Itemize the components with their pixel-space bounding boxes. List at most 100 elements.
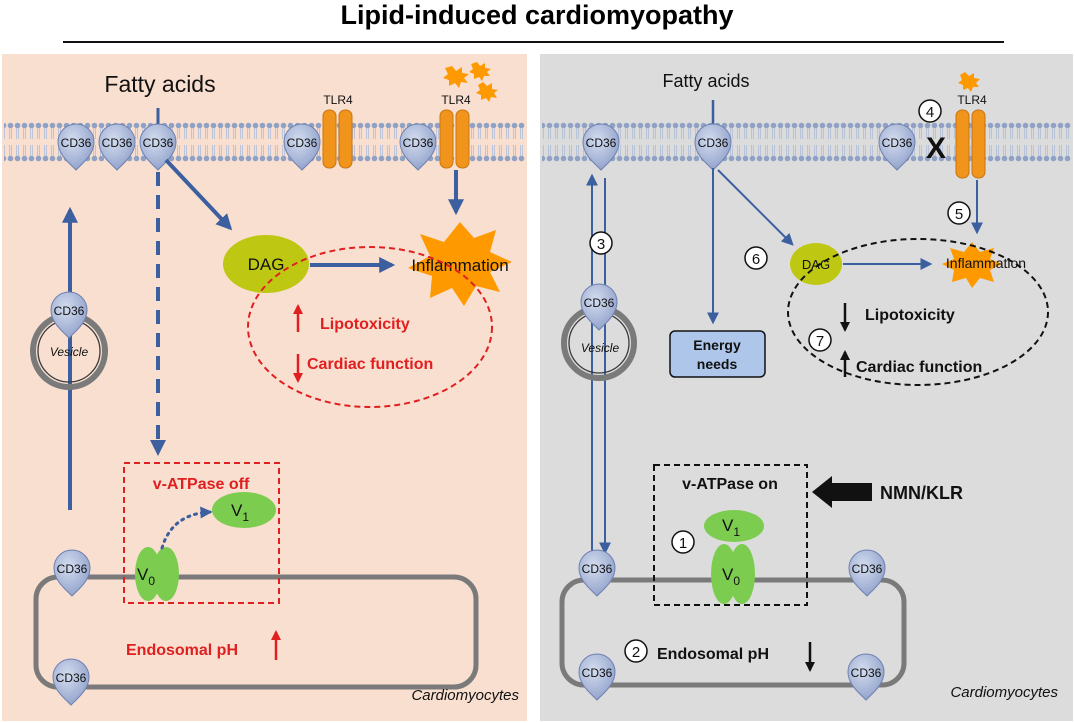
step-number: 4 (926, 104, 934, 121)
left-cardiac-function-label: Cardiac function (307, 356, 433, 373)
left-cd36-to-dag-arrow (164, 158, 233, 231)
figure-title: Lipid-induced cardiomyopathy (340, 0, 733, 30)
left-v1-dissociation-arrow (160, 506, 213, 550)
right-v0: V0 (711, 544, 755, 604)
right-cell-membrane (542, 122, 1071, 164)
right-inflammation-burst (942, 242, 1002, 288)
right-step-2: 2 (624, 639, 648, 663)
step-number: 5 (955, 206, 963, 223)
tlr4-label: TLR4 (441, 93, 471, 107)
step-number: 7 (816, 333, 824, 350)
left-tlr4-receptor-1: TLR4 (322, 93, 353, 169)
left-tlr4-receptor-2: TLR4 (439, 93, 471, 169)
cd36-label: CD36 (102, 136, 133, 150)
right-blocked-x-mark: X (926, 132, 946, 165)
right-dag-label: DAG (802, 257, 830, 272)
right-step-5: 5 (947, 201, 971, 225)
left-ligand-burst-2 (469, 62, 491, 81)
cd36-label: CD36 (287, 136, 318, 150)
right-fatty-acids-label: Fatty acids (662, 71, 749, 91)
right-vatpase-label: v-ATPase on (682, 476, 778, 493)
right-treatment-arrow (812, 476, 872, 508)
cd36-label: CD36 (54, 304, 85, 318)
right-tlr4-receptor: TLR4 (955, 93, 987, 179)
cd36-label: CD36 (143, 136, 174, 150)
right-energy-needs-line1: Energy (693, 337, 741, 353)
left-cd36-membrane-3: CD36 (139, 123, 177, 171)
cd36-label: CD36 (403, 136, 434, 150)
cd36-label: CD36 (57, 562, 88, 576)
step-number: 1 (679, 535, 687, 552)
right-vesicle-cd36: CD36 (580, 283, 618, 331)
step-number: 6 (752, 251, 760, 268)
right-cardiac-function-label: Cardiac function (856, 359, 982, 376)
right-cd36-to-dag-arrow (717, 169, 794, 246)
left-cell-type-label: Cardiomyocytes (411, 687, 519, 704)
left-v1-detached: V1 (212, 492, 276, 528)
left-endosomal-ph-label: Endosomal pH (126, 642, 238, 659)
v0-subscript: 0 (148, 574, 155, 588)
right-endosome-cd36-top-right: CD36 (848, 549, 886, 597)
cd36-label: CD36 (582, 666, 613, 680)
svg-text:V1: V1 (231, 501, 249, 524)
v0-letter: V (722, 565, 734, 584)
right-lipotoxicity-label: Lipotoxicity (865, 307, 955, 324)
cd36-label: CD36 (852, 562, 883, 576)
right-treatment-label: NMN/KLR (880, 483, 963, 503)
right-step-3: 3 (589, 231, 613, 255)
cd36-label: CD36 (584, 296, 615, 310)
left-endosome (33, 574, 479, 690)
right-endosome-cd36-top-left: CD36 (578, 549, 616, 597)
left-ligand-burst-3 (476, 82, 498, 102)
cd36-label: CD36 (586, 136, 617, 150)
left-cd36-membrane-2: CD36 (98, 123, 136, 171)
right-cell-type-label: Cardiomyocytes (950, 684, 1058, 701)
step-number: 2 (632, 644, 640, 661)
cd36-label: CD36 (882, 136, 913, 150)
left-vesicle-cd36: CD36 (50, 291, 88, 339)
left-panel: Fatty acids CD36 CD36 CD36 CD36 CD36 (30, 62, 519, 706)
right-endosome-cd36-bottom-left: CD36 (578, 653, 616, 701)
svg-text:V0: V0 (722, 565, 740, 588)
svg-text:V1: V1 (722, 516, 740, 539)
left-endosome-cd36-bottom: CD36 (52, 658, 90, 706)
right-dag (790, 243, 842, 285)
left-fatty-acids-label: Fatty acids (104, 71, 215, 97)
v0-subscript: 0 (733, 574, 740, 588)
tlr4-label: TLR4 (957, 93, 987, 107)
left-v0: V0 (135, 547, 179, 601)
left-lipotoxicity-label: Lipotoxicity (320, 316, 410, 333)
right-endosomal-ph-label: Endosomal pH (657, 646, 769, 663)
vesicle-label: Vesicle (50, 345, 89, 359)
tlr4-label: TLR4 (323, 93, 353, 107)
right-outcome-ellipse (787, 238, 1049, 386)
svg-text:V0: V0 (137, 565, 155, 588)
left-cd36-membrane-5: CD36 (399, 123, 437, 171)
right-step-4: 4 (918, 99, 942, 123)
left-cd36-membrane-4: CD36 (283, 123, 321, 171)
right-endosome-cd36-bottom-right: CD36 (847, 653, 885, 701)
left-vatpase-label: v-ATPase off (153, 476, 250, 493)
left-dag-label: DAG (248, 255, 285, 274)
left-endosome-cd36-top: CD36 (53, 549, 91, 597)
v0-letter: V (137, 565, 149, 584)
right-cd36-membrane-3: CD36 (878, 123, 916, 171)
v1-letter: V (231, 501, 243, 520)
right-step-1: 1 (671, 530, 695, 554)
left-panel-background (2, 54, 527, 721)
left-cd36-membrane-1: CD36 (57, 123, 95, 171)
v1-subscript: 1 (242, 510, 249, 524)
right-v1-attached: V1 (704, 510, 764, 542)
right-cd36-membrane-1: CD36 (582, 123, 620, 171)
right-energy-needs-box (669, 330, 766, 378)
left-inflammation-label: Inflammation (411, 256, 508, 275)
cd36-label: CD36 (698, 136, 729, 150)
cd36-label: CD36 (851, 666, 882, 680)
left-inflammation-burst (408, 222, 512, 306)
v1-subscript: 1 (733, 525, 740, 539)
right-energy-needs-line2: needs (697, 356, 738, 372)
left-ligand-burst-1 (443, 66, 469, 88)
right-step-6: 6 (744, 246, 768, 270)
